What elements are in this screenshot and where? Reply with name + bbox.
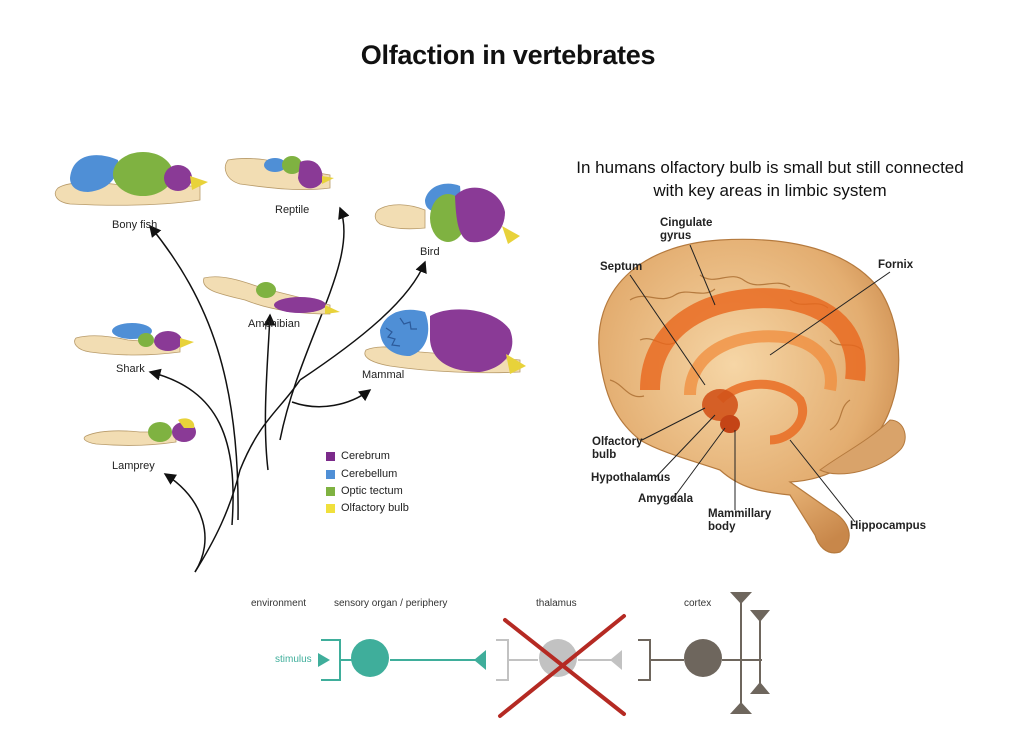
branch-bird (299, 260, 427, 381)
mammal-brain (364, 309, 526, 374)
thalamus-terminal (610, 650, 622, 670)
branch-mammal (291, 389, 372, 408)
cortex-dendrite-top (730, 592, 752, 604)
cortex-dendrite-bottom (730, 702, 752, 714)
label-shark: Shark (116, 363, 145, 375)
amphibian-brain (203, 276, 340, 315)
label-mammillary-body: Mammillary body (708, 508, 772, 533)
circuit-thalamus (496, 639, 612, 681)
cortex-dendrite-top2 (750, 610, 770, 622)
sensory-terminal (474, 650, 486, 670)
branch-lamprey (163, 473, 206, 573)
branch-bony-fish (149, 224, 239, 521)
legend-swatch-cerebellum (326, 469, 335, 479)
label-cingulate-gyrus: Cingulate gyrus (660, 217, 713, 242)
legend-item: Olfactory bulb (326, 502, 409, 514)
legend-label: Cerebellum (341, 468, 398, 480)
label-septum: Septum (600, 261, 643, 273)
leader-lines (629, 244, 891, 523)
label-amphibian: Amphibian (248, 318, 300, 330)
legend-item: Optic tectum (326, 485, 403, 497)
tree-trunk (194, 379, 301, 573)
label-mammal: Mammal (362, 369, 405, 381)
legend-label: Olfactory bulb (341, 502, 409, 514)
label-amygdala: Amygdala (638, 493, 693, 505)
bird-brain (374, 183, 520, 244)
cortex-neuron (684, 639, 722, 677)
label-cortex: cortex (684, 598, 712, 609)
circuit-cortex (638, 596, 762, 708)
label-olfactory-bulb: Olfactory bulb (592, 436, 643, 461)
legend-label: Optic tectum (341, 485, 403, 497)
legend-item: Cerebrum (326, 450, 390, 462)
cross-mark (498, 614, 626, 718)
legend-swatch-cerebrum (326, 451, 335, 461)
page-title: Olfaction in vertebrates (360, 40, 656, 70)
legend-swatch-olfactory-bulb (326, 503, 335, 513)
label-thalamus: thalamus (536, 598, 577, 609)
label-lamprey: Lamprey (112, 460, 155, 472)
label-hippocampus: Hippocampus (850, 520, 927, 532)
reptile-brain (224, 156, 334, 191)
label-hypothalamus: Hypothalamus (591, 472, 671, 484)
branch-shark (148, 368, 234, 526)
label-bony-fish: Bony fish (112, 219, 158, 231)
phylogeny-tree (148, 206, 427, 573)
legend-item: Cerebellum (326, 468, 397, 480)
label-fornix: Fornix (878, 259, 914, 271)
stimulus-arrowhead (318, 653, 330, 667)
legend-swatch-optic-tectum (326, 486, 335, 496)
branch-amphibian (263, 313, 276, 471)
sensory-neuron (351, 639, 389, 677)
cortex-dendrite-bottom2 (750, 682, 770, 694)
label-bird: Bird (420, 246, 440, 258)
human-note: In humans olfactory bulb is small but st… (576, 158, 964, 200)
label-sensory-organ: sensory organ / periphery (334, 598, 448, 609)
circuit-sensory (321, 639, 482, 681)
label-stimulus: stimulus (275, 654, 312, 665)
label-environment: environment (251, 598, 307, 609)
lamprey-brain (83, 418, 196, 446)
bony-fish-brain (54, 152, 208, 206)
legend-label: Cerebrum (341, 450, 390, 462)
label-reptile: Reptile (275, 204, 310, 216)
shark-brain (74, 323, 194, 356)
